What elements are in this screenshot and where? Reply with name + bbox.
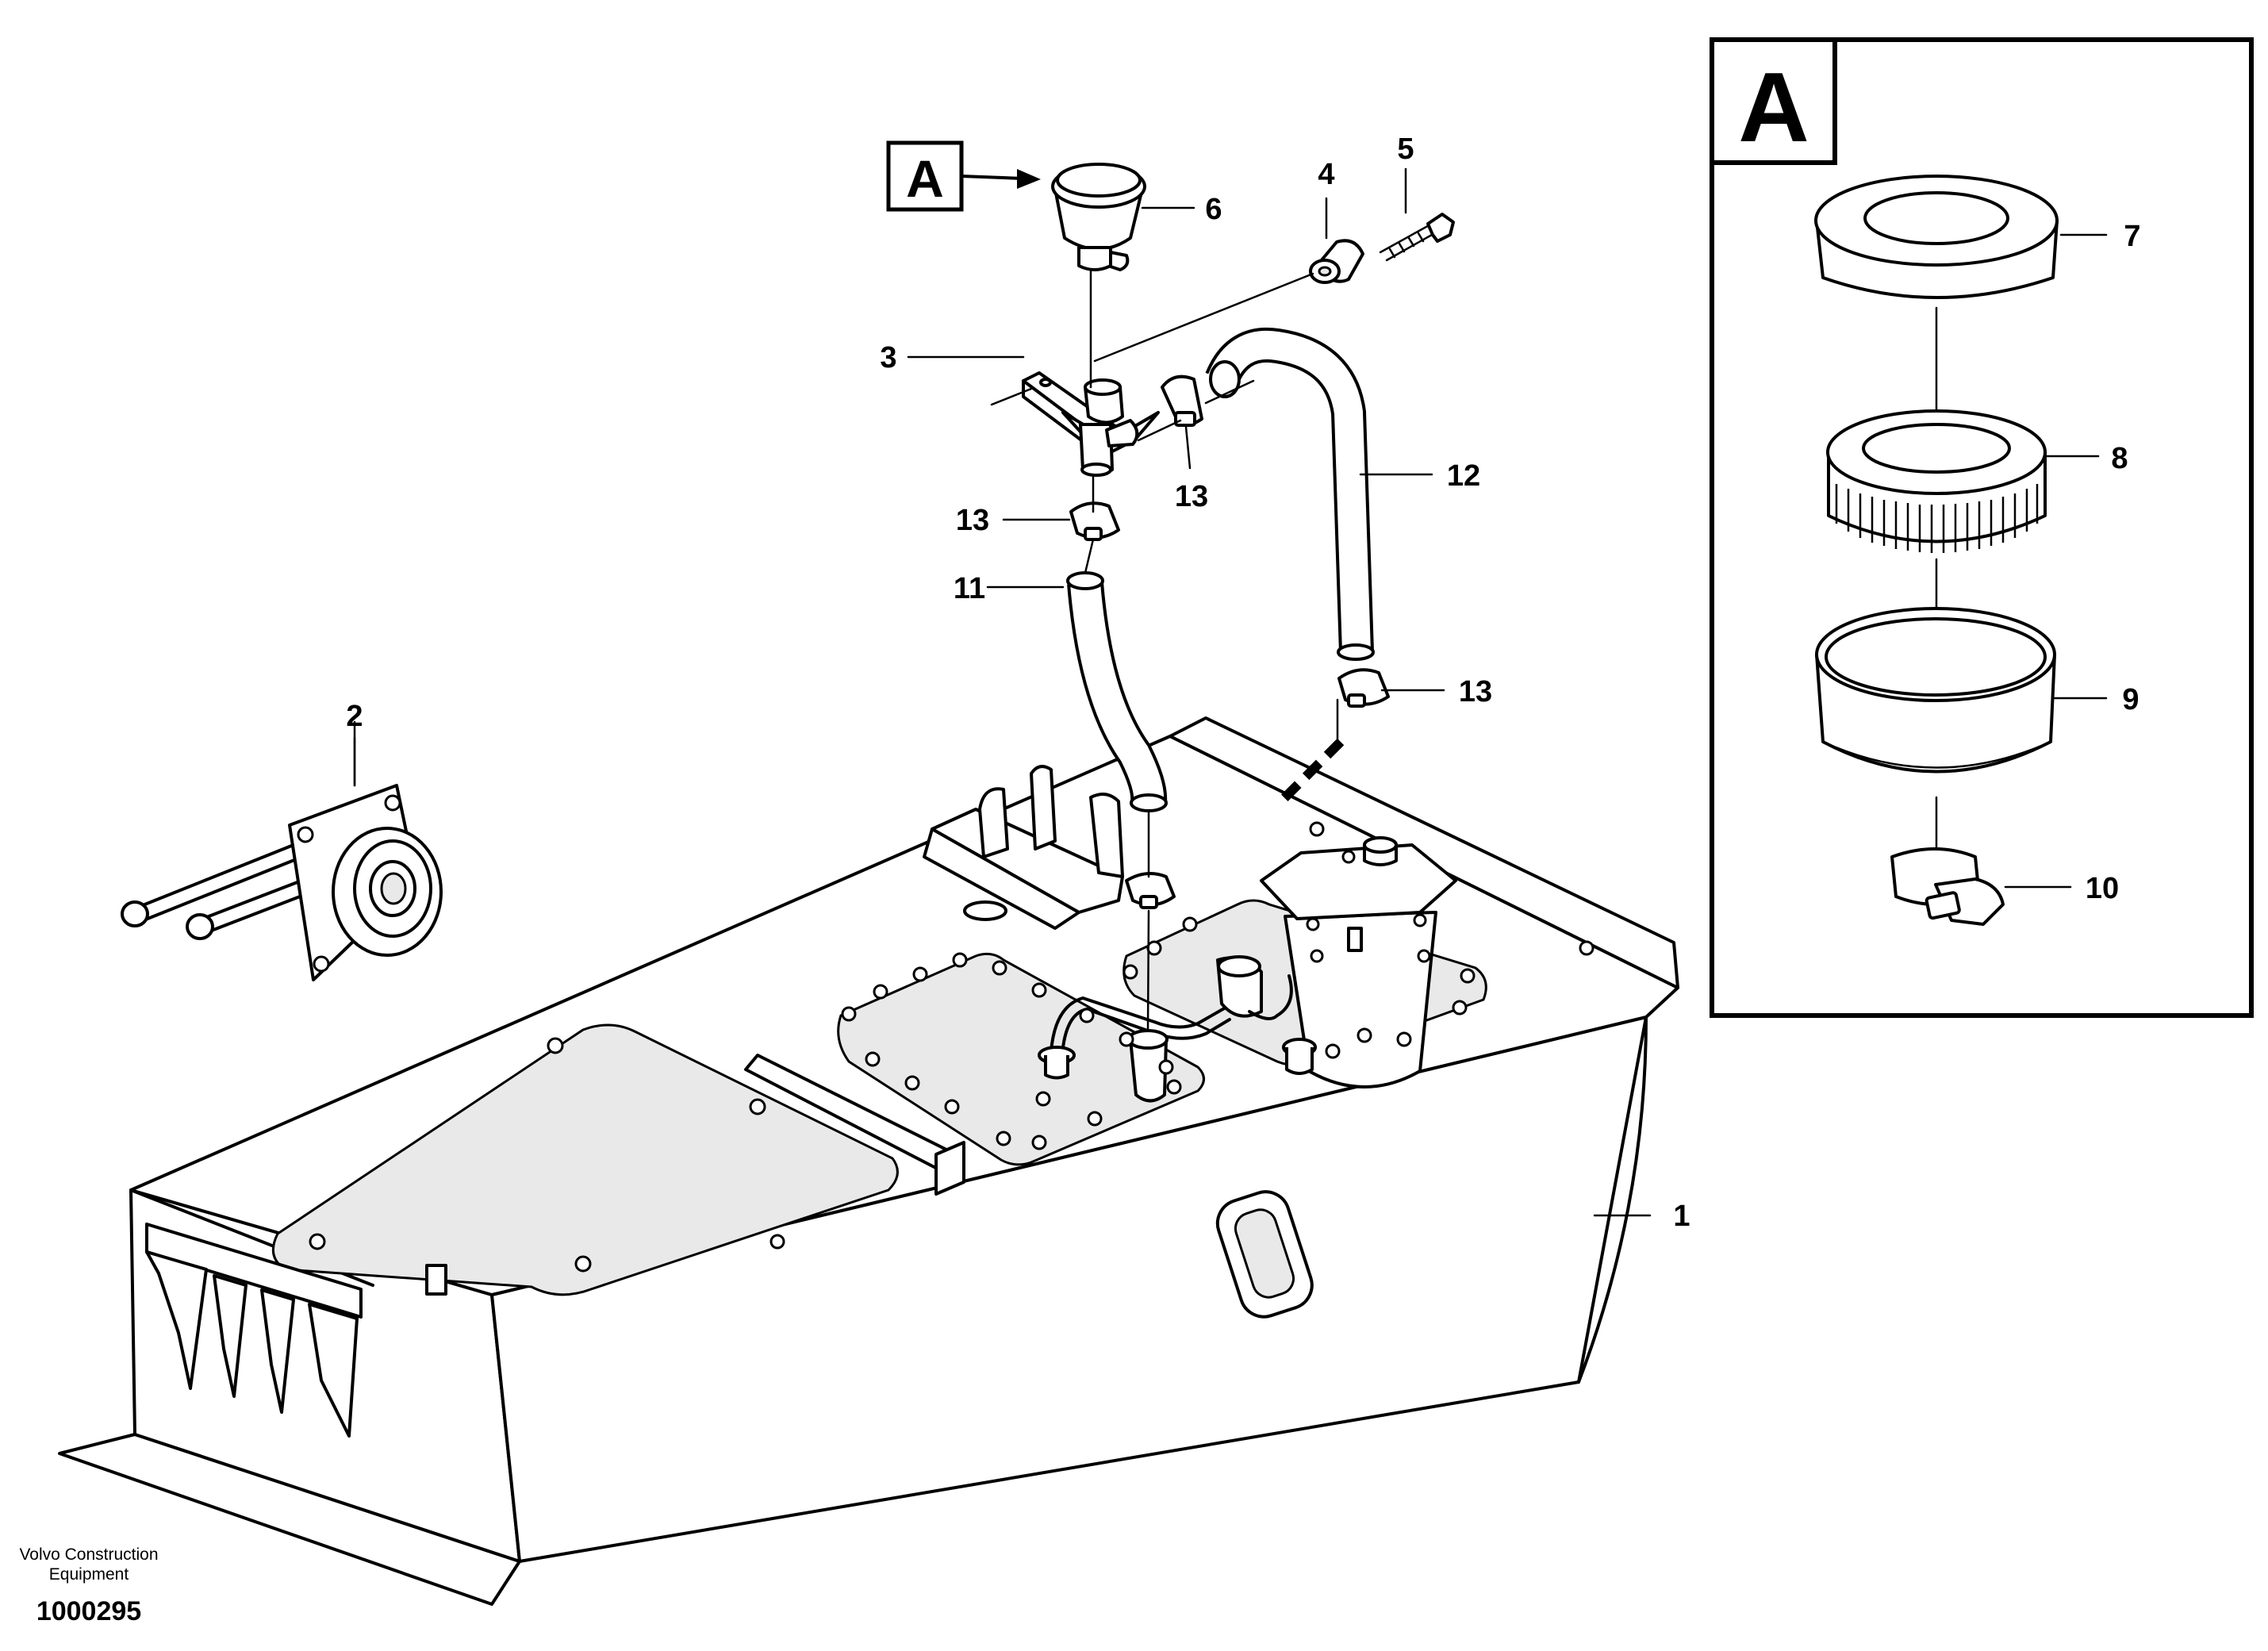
detail-marker-a: A [886, 140, 1041, 212]
callout-11: 11 [954, 572, 985, 605]
callout-12: 12 [1447, 459, 1480, 493]
footer: Volvo Construction Equipment 1000295 [19, 1545, 158, 1626]
tank-bolts [309, 821, 1595, 1273]
flange-mount [121, 720, 443, 981]
detail-panel-a: A [1710, 37, 2254, 1018]
callout-13-bracket: 13 [1175, 480, 1208, 513]
leader-lines [353, 167, 2108, 1217]
callout-5: 5 [1397, 132, 1414, 166]
callout-13-hose-12: 13 [1459, 675, 1492, 708]
callout-9: 9 [2122, 683, 2139, 716]
credit-line-1: Volvo Construction [19, 1545, 158, 1564]
detail-marker-label: A [906, 149, 944, 208]
callout-8: 8 [2111, 442, 2128, 475]
document-number: 1000295 [36, 1596, 141, 1626]
filter-pleats [1835, 484, 2039, 553]
detail-panel-label: A [1738, 53, 1809, 163]
callout-7: 7 [2124, 220, 2140, 253]
callout-4: 4 [1318, 158, 1334, 191]
callout-13-hose-11: 13 [956, 504, 989, 537]
callout-1: 1 [1673, 1200, 1690, 1233]
callout-2: 2 [346, 700, 363, 733]
callout-10: 10 [2086, 872, 2119, 905]
breather-assembly [990, 163, 1455, 1033]
callout-3: 3 [880, 341, 896, 374]
credit-line-2: Equipment [49, 1565, 129, 1584]
fuel-tank [58, 698, 1679, 1606]
callout-6: 6 [1205, 193, 1222, 226]
callout-numbers: 1 2 3 4 5 6 7 8 9 10 11 12 13 13 13 [346, 132, 2140, 1233]
